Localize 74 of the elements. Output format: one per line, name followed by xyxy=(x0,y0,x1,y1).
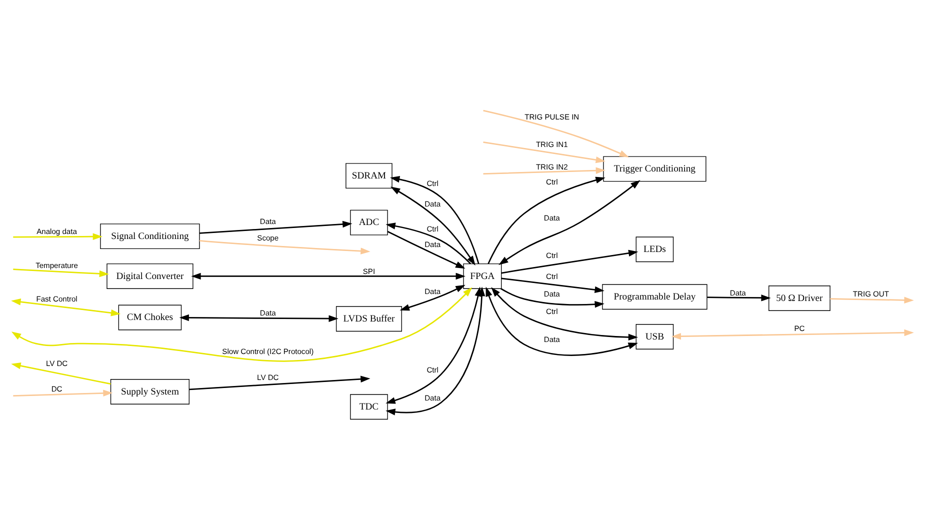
node-box: USB xyxy=(636,324,674,349)
arrow xyxy=(486,286,638,356)
edge-label: Scope xyxy=(257,232,279,242)
node-box: FPGA xyxy=(463,263,502,288)
arrow xyxy=(483,109,630,157)
node-box: Programmable Delay xyxy=(602,284,708,310)
node-box: Signal Conditioning xyxy=(100,223,200,249)
node-box: LVDS Buffer xyxy=(336,306,402,332)
edge-label: SPI xyxy=(362,266,376,276)
edge-label: Slow Control (I2C Protocol) xyxy=(222,346,314,356)
edge-label: Data xyxy=(544,334,560,344)
arrow xyxy=(179,314,338,322)
arrow xyxy=(13,268,109,277)
arrow xyxy=(386,222,472,264)
node-box: Digital Converter xyxy=(106,263,194,288)
edge-label: Analog data xyxy=(36,226,77,236)
edge-label: PC xyxy=(794,324,805,333)
arrow xyxy=(191,272,466,280)
node-box: 50 Ω Driver xyxy=(768,285,830,310)
edge-label: Data xyxy=(544,212,560,222)
edge-label: Data xyxy=(424,240,441,249)
edge-label: TRIG OUT xyxy=(852,289,889,298)
node-box: TDC xyxy=(350,394,388,420)
edge-label: TRIG IN2 xyxy=(536,162,568,171)
edge-label: LV DC xyxy=(46,358,68,368)
arrow xyxy=(488,176,606,264)
node-box: Supply System xyxy=(110,378,190,404)
edge-label: Ctrl xyxy=(426,224,438,233)
edge-label: LV DC xyxy=(257,372,279,382)
edge-label: Data xyxy=(424,393,441,402)
arrow xyxy=(11,284,472,362)
edge-label: TRIG PULSE IN xyxy=(524,112,580,121)
arrow xyxy=(500,288,604,308)
arrow xyxy=(11,298,121,316)
arrow xyxy=(491,286,638,340)
edge-label: Ctrl xyxy=(546,177,558,186)
edge-label: Fast Control xyxy=(36,294,78,304)
edge-label: Ctrl xyxy=(426,364,438,374)
edge-label: Data xyxy=(730,288,746,297)
edge-label: Temperature xyxy=(36,260,78,270)
edge-label: Ctrl xyxy=(546,271,558,280)
arrow xyxy=(501,277,604,293)
arrow xyxy=(707,294,771,301)
arrow xyxy=(11,362,111,384)
arrow xyxy=(501,249,638,274)
arrow xyxy=(390,175,480,264)
arrow xyxy=(830,296,914,304)
edge-label: Ctrl xyxy=(546,250,558,260)
edge-label: Ctrl xyxy=(426,178,438,188)
arrow xyxy=(671,328,914,340)
arrow xyxy=(189,375,370,390)
edge-label: Data xyxy=(544,289,560,298)
edge-label: Data xyxy=(260,216,276,226)
node-box: ADC xyxy=(350,209,388,235)
edge-label: Data xyxy=(424,199,441,208)
node-box: LEDs xyxy=(636,236,674,262)
arrow xyxy=(199,240,370,254)
edge-label: Data xyxy=(424,286,441,296)
arrow xyxy=(13,232,102,240)
edge-label: TRIG IN1 xyxy=(536,139,568,148)
edge-label: DC xyxy=(51,384,62,394)
arrow xyxy=(483,140,606,163)
node-box: SDRAM xyxy=(346,162,392,188)
arrow xyxy=(498,180,640,264)
arrow xyxy=(13,389,113,396)
edge-label: Ctrl xyxy=(546,306,558,316)
arrow xyxy=(483,166,606,174)
arrow xyxy=(199,220,352,234)
edge-label: Data xyxy=(260,308,276,317)
arrow xyxy=(400,284,466,310)
node-box: CM Chokes xyxy=(118,304,182,330)
arrow xyxy=(390,186,476,266)
arrow xyxy=(387,230,466,268)
node-box: Trigger Conditioning xyxy=(603,156,706,182)
